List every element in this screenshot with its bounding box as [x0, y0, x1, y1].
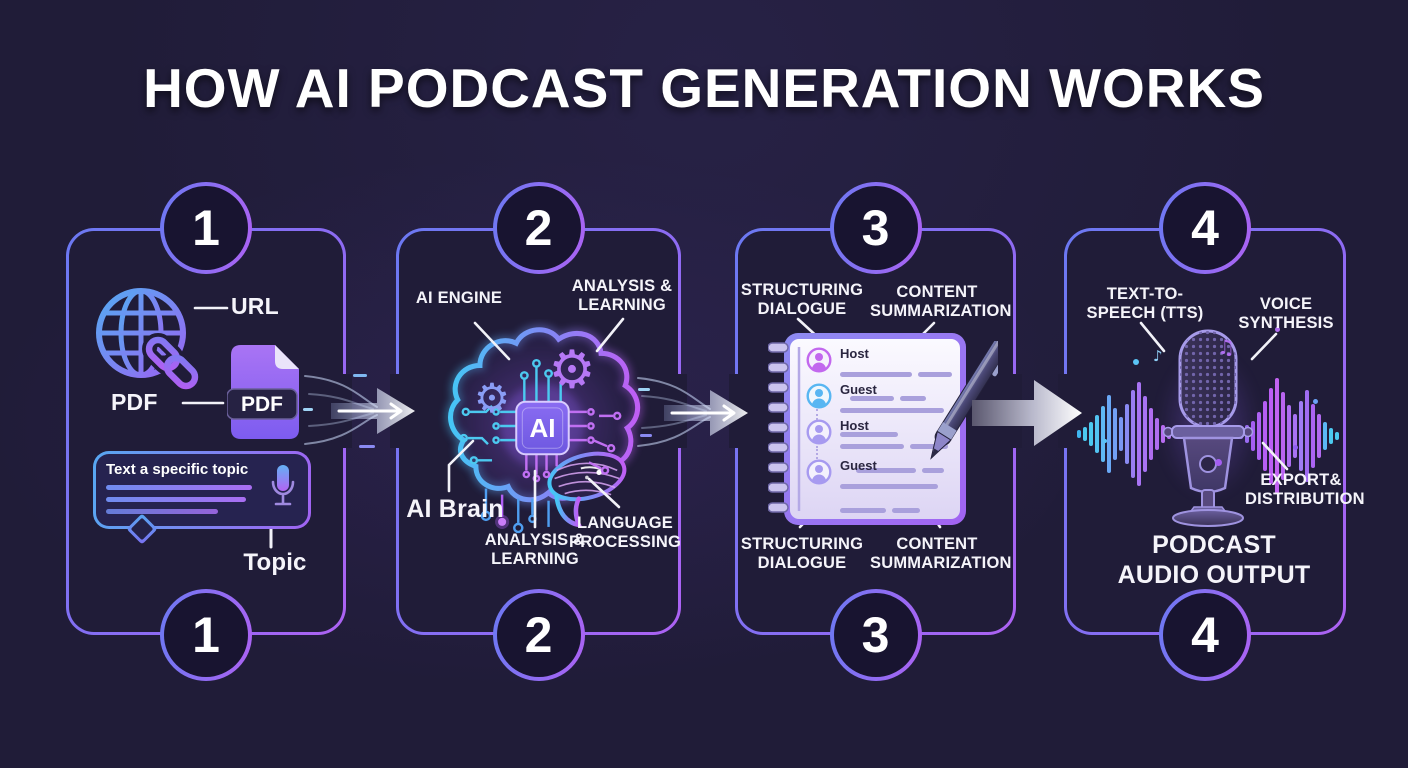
text-to-speech-label: TEXT-TO-SPEECH (TTS): [1086, 285, 1204, 323]
pdf-badge-text: PDF: [241, 393, 283, 416]
dialogue-row: Host: [806, 347, 958, 408]
podcast-audio-output-label: PODCAST AUDIO OUTPUT: [1117, 531, 1311, 589]
flow-arrow-2: [637, 377, 748, 447]
content-summarization-label-top: CONTENT SUMMARIZATION: [870, 283, 1012, 321]
dialogue-row: Guest: [806, 383, 958, 444]
flow-arrow-3: [972, 380, 1082, 446]
step-3-badge-top: 3: [829, 182, 922, 274]
step-number: 2: [496, 186, 581, 270]
language-processing-label: LANGUAGE PROCESSING: [568, 514, 682, 552]
dotted-connector: [816, 446, 818, 459]
host-avatar-icon: [806, 347, 832, 373]
step-1-badge-top: 1: [160, 182, 252, 274]
dialogue-row: Guest: [806, 459, 958, 520]
step-number: 4: [1163, 593, 1247, 677]
microphone-icon: [271, 465, 295, 506]
dialogue-row: Host: [806, 419, 958, 480]
step-number: 3: [833, 593, 918, 677]
speaker-name: Host: [840, 418, 869, 433]
speaker-name: Guest: [840, 458, 877, 473]
step-2-badge-top: 2: [492, 182, 585, 274]
guest-avatar-icon: [806, 459, 832, 485]
music-note-icon: ♪: [1153, 347, 1163, 365]
step-number: 2: [496, 593, 581, 677]
music-note-icon: ♫: [1217, 335, 1235, 359]
pen-icon: [930, 341, 998, 460]
speaker-name: Guest: [840, 382, 877, 397]
dotted-connector: [816, 409, 818, 420]
step-4-badge-top: 4: [1159, 182, 1251, 274]
speaker-name: Host: [840, 346, 869, 361]
structuring-dialogue-label-top: STRUCTURING DIALOGUE: [740, 281, 864, 319]
text-line: [106, 509, 218, 514]
text-line: [106, 497, 246, 502]
dialogue-script-notebook: Host Guest: [768, 333, 968, 529]
step-2-badge-bottom: 2: [492, 589, 585, 681]
ai-brain-label: AI Brain: [406, 495, 504, 523]
studio-microphone: [1162, 329, 1254, 527]
step-4-badge-bottom: 4: [1159, 589, 1251, 681]
flow-arrow-1: [303, 374, 415, 448]
sparkle-dot: [1313, 399, 1318, 404]
analysis-learning-label-bottom: ANALYSIS & LEARNING: [484, 531, 586, 569]
voice-synthesis-label: VOICE SYNTHESIS: [1238, 295, 1334, 333]
step-number: 3: [833, 186, 918, 270]
gear-icon: ⚙: [474, 375, 510, 422]
step-3-badge-bottom: 3: [829, 589, 922, 681]
step-panel-2: 2 2: [396, 182, 682, 681]
topic-input-text: Text a specific topic: [106, 461, 249, 478]
export-distribution-label: EXPORT& DISTRIBUTION: [1245, 471, 1365, 509]
step-panel-4: 4 4: [1064, 182, 1365, 681]
step-number: 1: [164, 593, 248, 677]
host-avatar-icon: [806, 419, 832, 445]
sparkle-dot: [1275, 327, 1280, 332]
ai-chip-label: AI: [529, 413, 555, 443]
analysis-learning-label-top: ANALYSIS & LEARNING: [571, 277, 673, 315]
step-1-badge-bottom: 1: [160, 589, 252, 681]
sparkle-dot: [1215, 459, 1222, 466]
globe-link-icon: [96, 288, 201, 393]
url-label: URL: [231, 293, 279, 319]
guest-avatar-icon: [806, 383, 832, 409]
ai-brain-illustration: ⚙ ⚙ AI: [445, 324, 643, 534]
sparkle-dot: [1103, 439, 1107, 443]
step-panel-1: 1 1: [66, 182, 346, 681]
step-panel-3: 3 3 STRUCTURING DIALOGUE CONTENT SUMMARI…: [735, 182, 1016, 681]
page-title: HOW AI PODCAST GENERATION WORKS: [143, 57, 1265, 119]
sparkle-dot: [1133, 359, 1139, 365]
gear-icon: ⚙: [549, 340, 596, 401]
sparkle-dot: [1293, 445, 1298, 450]
step-number: 1: [164, 186, 248, 270]
pdf-file-icon: PDF: [227, 345, 299, 439]
topic-input-bubble: Text a specific topic: [93, 451, 311, 545]
content-summarization-label-bottom: CONTENT SUMMARIZATION: [870, 535, 1012, 573]
structuring-dialogue-label-bottom: STRUCTURING DIALOGUE: [740, 535, 864, 573]
topic-label: Topic: [243, 549, 307, 576]
ai-engine-label: AI ENGINE: [415, 289, 503, 307]
step-number: 4: [1163, 186, 1247, 270]
pdf-label: PDF: [111, 389, 158, 415]
text-line: [106, 485, 252, 490]
